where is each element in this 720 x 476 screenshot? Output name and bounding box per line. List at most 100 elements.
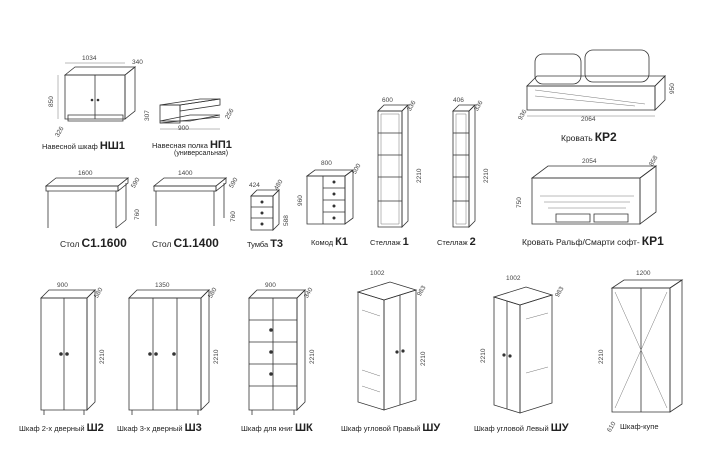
shup-drawing (340, 270, 465, 442)
sh3-name: Шкаф 3-х дверный (117, 424, 183, 433)
shk-kupe-drawing (590, 270, 715, 442)
nsh1-width: 1034 (82, 55, 97, 62)
t3-width: 424 (249, 182, 260, 189)
k1-height: 960 (297, 195, 304, 206)
s1400-drawing (150, 170, 245, 255)
kr1-name: Кровать Ральф/Смарти софт- (522, 237, 640, 247)
kr2-width: 2064 (581, 116, 596, 123)
st1-height: 2210 (416, 168, 423, 183)
k1-name: Комод (311, 238, 334, 247)
t3-drawing (243, 182, 303, 257)
item-kr1: 2054 750 858 Кровать Ральф/Смарти софт-К… (510, 155, 710, 253)
nsh1-height: 850 (48, 96, 55, 107)
sh2-code: Ш2 (86, 422, 104, 434)
item-shk-kupe: 1200 2210 610 Шкаф-купе (590, 270, 715, 442)
shk-name: Шкаф для книг (241, 424, 293, 433)
np1-sub: (универсальная) (174, 150, 229, 157)
s1600-name: Стол (60, 239, 80, 249)
shk-code: ШК (295, 422, 313, 434)
shul-width: 1002 (506, 275, 521, 282)
s1400-name: Стол (152, 239, 172, 249)
st2-drawing (435, 95, 505, 255)
kr2-height: 950 (669, 83, 676, 94)
t3-name: Тумба (247, 240, 269, 249)
st1-drawing (360, 95, 430, 255)
kr2-name: Кровать (561, 133, 593, 143)
kr2-drawing (515, 40, 695, 150)
k1-code: К1 (335, 236, 348, 248)
sh3-code: Ш3 (184, 422, 202, 434)
shul-code: ШУ (550, 422, 569, 434)
shk-kupe-height: 2210 (598, 349, 605, 364)
st2-height: 2210 (483, 168, 490, 183)
shk-width: 900 (265, 282, 276, 289)
np1-drawing (140, 95, 250, 165)
t3-height: 588 (283, 215, 290, 226)
shk-kupe-caption: Шкаф-купе (620, 422, 659, 431)
nsh1-drawing (20, 55, 145, 155)
np1-name: Навесная полка (152, 141, 208, 150)
shup-name: Шкаф угловой Правый (341, 424, 421, 433)
np1-height: 307 (144, 110, 151, 121)
shul-drawing (470, 275, 590, 442)
t3-code: Т3 (270, 238, 284, 250)
shup-width: 1002 (370, 270, 385, 277)
sh3-height: 2210 (213, 349, 220, 364)
shul-name: Шкаф угловой Левый (474, 424, 549, 433)
shk-height: 2210 (309, 349, 316, 364)
shul-height: 2210 (480, 348, 487, 363)
st1-width: 600 (382, 97, 393, 104)
sh3-drawing (115, 282, 230, 442)
s1400-height: 760 (230, 211, 237, 222)
k1-width: 800 (321, 160, 332, 167)
nsh1-name: Навесной шкаф (42, 142, 98, 151)
sh2-width: 900 (57, 282, 68, 289)
kr2-code: КР2 (594, 130, 617, 144)
st2-code: 2 (469, 236, 476, 248)
shup-height: 2210 (420, 351, 427, 366)
st1-code: 1 (402, 236, 409, 248)
nsh1-depth: 340 (132, 59, 143, 66)
kr1-width: 2054 (582, 158, 597, 165)
shk-kupe-width: 1200 (636, 270, 651, 277)
np1-code: НП1 (209, 139, 232, 151)
sh2-drawing (15, 282, 120, 442)
shk-kupe-name: Шкаф-купе (620, 422, 659, 431)
st2-name: Стеллаж (437, 238, 468, 247)
shup-code: ШУ (422, 422, 441, 434)
s1600-height: 760 (134, 209, 141, 220)
nsh1-code: НШ1 (99, 140, 125, 152)
kr1-code: КР1 (641, 234, 664, 248)
s1600-width: 1600 (78, 170, 93, 177)
s1400-code: С1.1400 (173, 236, 219, 250)
sh3-width: 1350 (155, 282, 170, 289)
shk-drawing (235, 282, 340, 442)
sh2-height: 2210 (99, 349, 106, 364)
s1600-code: С1.1600 (81, 236, 127, 250)
kr1-height: 750 (516, 197, 523, 208)
